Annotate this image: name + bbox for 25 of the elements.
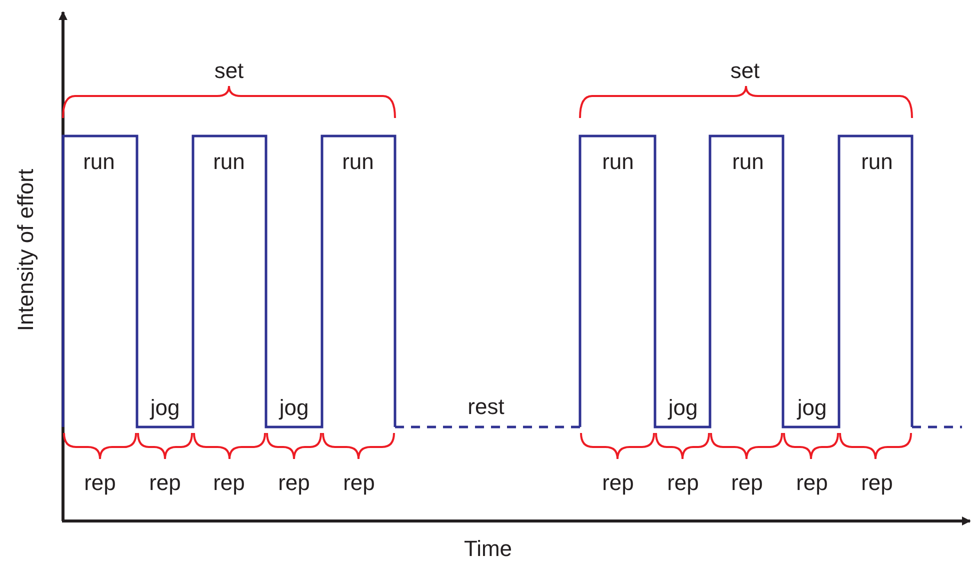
rep-label: rep (343, 472, 375, 494)
run-label: run (342, 151, 374, 173)
jog-label: jog (150, 397, 180, 419)
run-label: run (861, 151, 893, 173)
jog-label: jog (797, 397, 827, 419)
rep-label: rep (278, 472, 310, 494)
run-label: run (83, 151, 115, 173)
axis-title: Time (464, 538, 512, 560)
jog-label: jog (668, 397, 698, 419)
run-label: run (213, 151, 245, 173)
rep-label: rep (84, 472, 116, 494)
run-label: run (602, 151, 634, 173)
set-label: set (214, 60, 244, 82)
rest-label: rest (468, 396, 504, 418)
rep-label: rep (213, 472, 245, 494)
axis-title: Intensity of effort (15, 168, 37, 332)
rep-label: rep (796, 472, 828, 494)
run-label: run (732, 151, 764, 173)
rep-label: rep (149, 472, 181, 494)
jog-label: jog (279, 397, 309, 419)
rep-label: rep (667, 472, 699, 494)
rep-label: rep (731, 472, 763, 494)
set-label: set (730, 60, 760, 82)
rep-label: rep (861, 472, 893, 494)
rep-label: rep (602, 472, 634, 494)
